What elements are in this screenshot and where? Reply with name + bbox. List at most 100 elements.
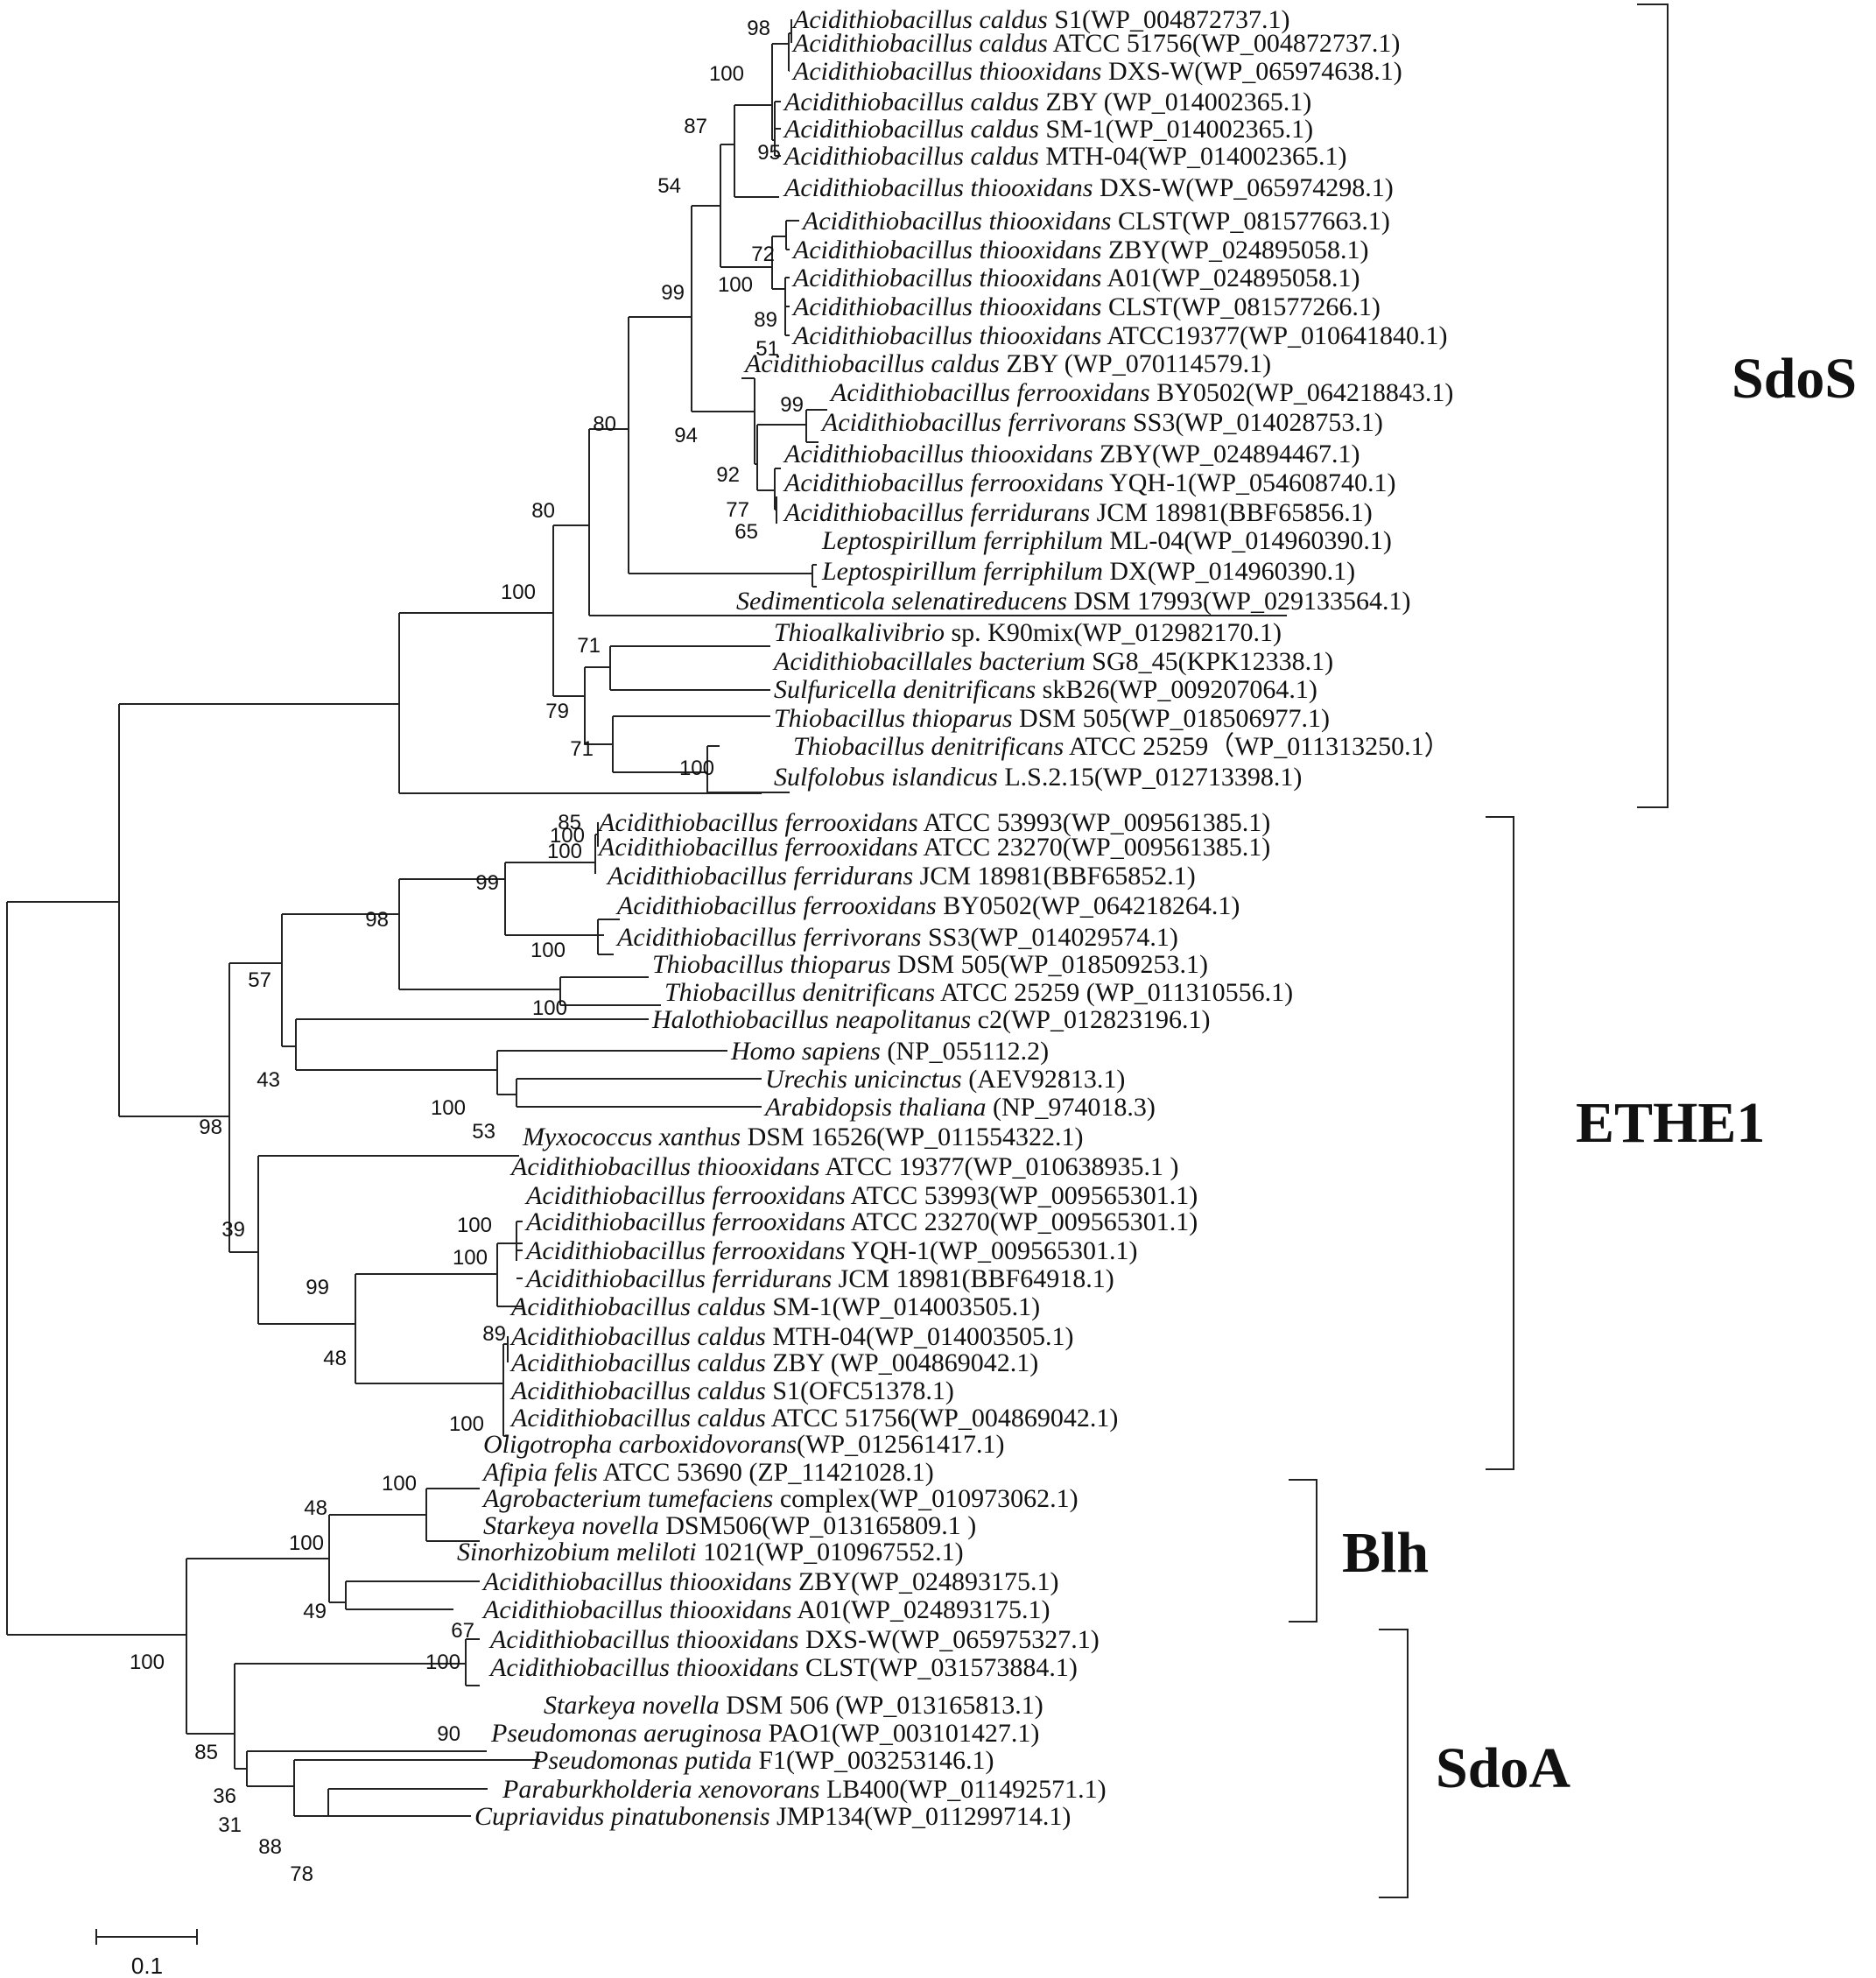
bootstrap-value: 79: [545, 700, 569, 723]
bootstrap-value: 78: [290, 1862, 313, 1886]
bootstrap-value: 51: [755, 337, 779, 361]
bootstrap-value: 92: [716, 463, 740, 487]
leaf-label: Acidithiobacillus thiooxidans DXS-W(WP_0…: [791, 57, 1402, 86]
leaf-label: Acidithiobacillus thiooxidans ATCC19377(…: [791, 321, 1448, 350]
bootstrap-value: 89: [754, 308, 777, 332]
scale-bar: 0.1: [95, 1929, 198, 1978]
bootstrap-value: 53: [472, 1120, 495, 1144]
leaf-label: Myxococcus xanthus DSM 16526(WP_01155432…: [522, 1123, 1083, 1151]
leaf-label: Sulfuricella denitrificans skB26(WP_0092…: [774, 675, 1317, 704]
bootstrap-value: 49: [303, 1600, 327, 1623]
leaf-label: Paraburkholderia xenovorans LB400(WP_011…: [502, 1775, 1107, 1804]
bootstrap-value: 100: [501, 581, 536, 604]
scale-bar-label: 0.1: [131, 1953, 163, 1978]
leaf-label: Acidithiobacillus caldus ZBY (WP_0701145…: [743, 349, 1271, 378]
bootstrap-value: 65: [734, 520, 758, 544]
leaf-label: Acidithiobacillus thiooxidans CLST(WP_08…: [791, 292, 1381, 321]
bootstrap-value: 100: [530, 939, 566, 962]
bootstrap-value: 100: [431, 1096, 466, 1120]
clade-label-blh: Blh: [1342, 1521, 1429, 1585]
leaf-label: Acidithiobacillus ferrooxidans ATCC 2327…: [524, 1207, 1198, 1236]
bootstrap-value: 99: [661, 281, 685, 305]
bootstrap-value: 80: [593, 412, 616, 436]
leaf-label: Acidithiobacillus thiooxidans CLST(WP_08…: [801, 207, 1390, 236]
leaf-label: Sulfolobus islandicus L.S.2.15(WP_012713…: [774, 763, 1302, 792]
clade-label-ethe1: ETHE1: [1576, 1091, 1765, 1155]
leaf-label: Starkeya novella DSM 506 (WP_013165813.1…: [544, 1691, 1043, 1720]
leaf-label: Acidithiobacillus caldus SM-1(WP_0140023…: [783, 115, 1313, 144]
bootstrap-value: 36: [213, 1784, 236, 1808]
leaf-label: Acidithiobacillus ferridurans JCM 18981(…: [783, 498, 1373, 527]
leaf-label: Acidithiobacillus thiooxidans CLST(WP_03…: [488, 1653, 1078, 1682]
leaf-label: Thiobacillus thioparus DSM 505(WP_018509…: [652, 950, 1208, 979]
leaf-label: Thioalkalivibrio sp. K90mix(WP_012982170…: [774, 618, 1282, 647]
bootstrap-value: 100: [547, 840, 582, 863]
bootstrap-value: 71: [570, 737, 594, 761]
leaf-label: Acidithiobacillus thiooxidans A01(WP_024…: [791, 264, 1360, 292]
leaf-labels: Acidithiobacillus caldus S1(WP_004872737…: [457, 5, 1453, 1831]
bootstrap-value: 57: [248, 968, 271, 992]
leaf-label: Thiobacillus thioparus DSM 505(WP_018506…: [774, 704, 1330, 733]
bootstrap-value: 100: [457, 1214, 492, 1237]
leaf-label: Acidithiobacillus ferridurans JCM 18981(…: [606, 862, 1196, 890]
leaf-label: Leptospirillum ferriphilum DX(WP_0149603…: [821, 557, 1355, 586]
leaf-label: Oligotropha carboxidovorans(WP_012561417…: [483, 1430, 1005, 1459]
bootstrap-value: 100: [718, 273, 753, 297]
bootstrap-value: 77: [726, 498, 749, 522]
leaf-label: Pseudomonas putida F1(WP_003253146.1): [531, 1746, 994, 1775]
bootstrap-value: 31: [218, 1813, 242, 1837]
leaf-label: Acidithiobacillus ferrooxidans YQH-1(WP_…: [524, 1236, 1138, 1265]
bootstrap-value: 99: [780, 393, 804, 417]
leaf-label: Acidithiobacillus thiooxidans ZBY(WP_024…: [783, 440, 1360, 468]
leaf-label: Acidithiobacillus caldus S1(WP_004872737…: [791, 5, 1289, 34]
bootstrap-value: 100: [289, 1531, 324, 1555]
bootstrap-value: 94: [674, 424, 698, 447]
bootstrap-value: 95: [757, 141, 781, 165]
bootstrap-value: 54: [657, 174, 681, 198]
bootstrap-value: 48: [304, 1496, 327, 1520]
bootstrap-value: 72: [751, 243, 775, 266]
bootstrap-value: 87: [684, 115, 707, 138]
clade-bracket-ethe1: ETHE1: [1486, 816, 1765, 1470]
bootstrap-value: 100: [709, 62, 744, 86]
bootstrap-value: 100: [532, 996, 567, 1020]
tree-branches: [6, 19, 1287, 1817]
clade-label-sdoa: SdoA: [1436, 1736, 1570, 1800]
bootstrap-value: 88: [258, 1835, 282, 1859]
leaf-label: Acidithiobacillus thiooxidans ZBY(WP_024…: [791, 236, 1368, 264]
leaf-label: Acidithiobacillus thiooxidans DXS-W(WP_0…: [488, 1625, 1100, 1654]
leaf-label: Thiobacillus denitrificans ATCC 25259 (W…: [664, 978, 1293, 1007]
leaf-label: Sinorhizobium meliloti 1021(WP_010967552…: [457, 1538, 964, 1566]
leaf-label: Acidithiobacillus ferrooxidans ATCC 5399…: [597, 808, 1270, 837]
bootstrap-value: 71: [577, 634, 601, 658]
bootstrap-value: 48: [323, 1347, 347, 1370]
leaf-label: Acidithiobacillus thiooxidans A01(WP_024…: [481, 1595, 1050, 1624]
leaf-label: Arabidopsis thaliana (NP_974018.3): [763, 1093, 1156, 1122]
clade-bracket-sdoa: SdoA: [1379, 1629, 1570, 1898]
leaf-label: Acidithiobacillus caldus MTH-04(WP_01400…: [783, 142, 1346, 171]
bootstrap-value: 80: [531, 499, 555, 523]
leaf-label: Acidithiobacillus caldus ZBY (WP_0140023…: [783, 88, 1311, 116]
leaf-label: Acidithiobacillus thiooxidans ATCC 19377…: [509, 1152, 1179, 1181]
leaf-label: Pseudomonas aeruginosa PAO1(WP_003101427…: [490, 1719, 1039, 1748]
leaf-label: Homo sapiens (NP_055112.2): [730, 1037, 1049, 1066]
bootstrap-value: 39: [221, 1218, 245, 1242]
leaf-label: Acidithiobacillus caldus MTH-04(WP_01400…: [509, 1322, 1073, 1351]
leaf-label: Acidithiobacillus caldus ATCC 51756(WP_0…: [509, 1404, 1118, 1432]
leaf-label: Urechis unicinctus (AEV92813.1): [765, 1065, 1125, 1094]
leaf-label: Agrobacterium tumefaciens complex(WP_010…: [481, 1484, 1079, 1513]
bootstrap-value: 100: [425, 1651, 460, 1674]
bootstrap-value: 90: [437, 1722, 460, 1746]
leaf-label: Leptospirillum ferriphilum ML-04(WP_0149…: [821, 526, 1392, 555]
bootstrap-value: 85: [558, 811, 581, 834]
bootstrap-value: 43: [256, 1068, 280, 1092]
bootstrap-value: 100: [550, 824, 585, 848]
leaf-label: Sedimenticola selenatireducens DSM 17993…: [736, 587, 1410, 616]
leaf-label: Acidithiobacillus ferrooxidans BY0502(WP…: [615, 891, 1240, 920]
leaf-label: Acidithiobacillales bacterium SG8_45(KPK…: [772, 647, 1333, 676]
bootstrap-value: 98: [365, 908, 389, 932]
leaf-label: Halothiobacillus neapolitanus c2(WP_0128…: [651, 1005, 1210, 1034]
bootstrap-value: 100: [130, 1651, 165, 1674]
clade-bracket-blh: Blh: [1289, 1479, 1429, 1623]
